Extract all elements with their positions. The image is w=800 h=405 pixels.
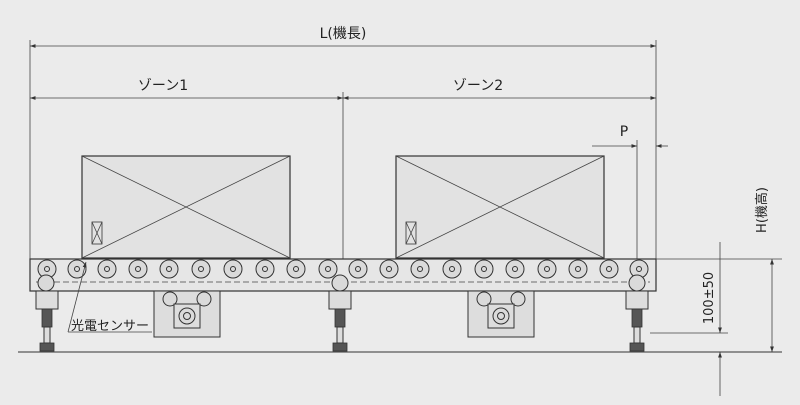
package-1 (81, 155, 291, 259)
leg-right (625, 290, 649, 352)
length-label: L(機長) (320, 26, 367, 42)
adjust-label: 100±50 (702, 272, 717, 324)
drive-unit-1 (153, 290, 221, 338)
sensor-callout: 光電センサー (67, 261, 152, 334)
zone2-label: ゾーン2 (453, 78, 503, 94)
leg-middle (328, 290, 352, 352)
zone1-label: ゾーン1 (138, 78, 188, 94)
pitch-label: P (620, 124, 628, 140)
length-dimension: L(機長) (29, 26, 657, 262)
package-2 (395, 155, 605, 259)
zone-dimensions: ゾーン1 ゾーン2 (30, 78, 656, 262)
pitch-dimension: P (592, 124, 668, 262)
leg-left (35, 290, 59, 352)
height-dimension: H(機高) (656, 187, 782, 352)
rollers (37, 259, 649, 279)
height-label: H(機高) (754, 187, 770, 233)
sensor-label: 光電センサー (71, 319, 149, 334)
adjust-dimension: 100±50 (650, 242, 728, 396)
drive-unit-2 (467, 290, 535, 338)
